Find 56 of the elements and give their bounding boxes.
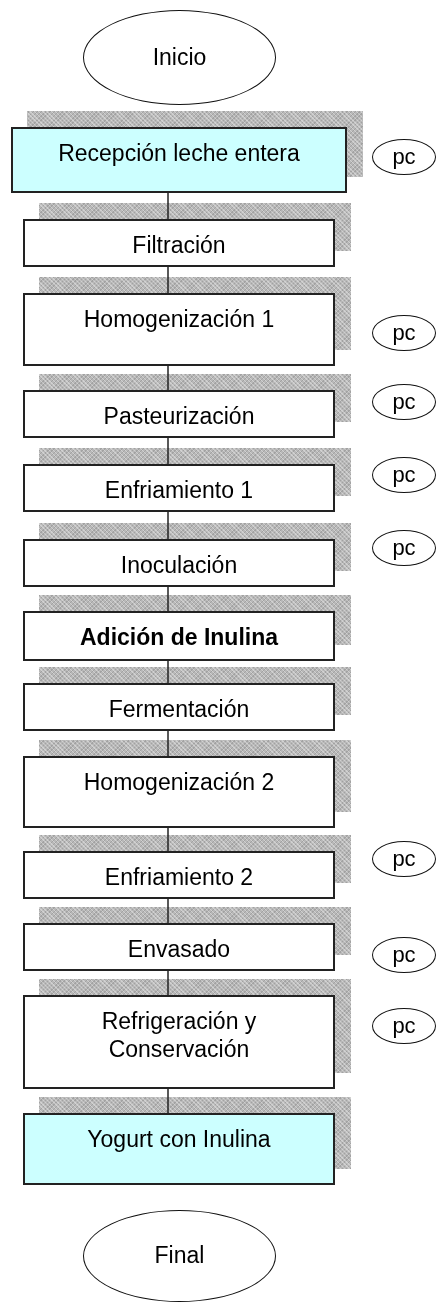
connector-line bbox=[167, 898, 169, 924]
process-box bbox=[23, 464, 335, 512]
control-point-oval bbox=[372, 384, 436, 420]
step-label: Recepción leche entera bbox=[58, 139, 300, 167]
connector-line bbox=[167, 266, 169, 294]
step-label: Homogenización 2 bbox=[83, 768, 275, 796]
process-box bbox=[23, 995, 335, 1089]
control-point-label: pc bbox=[392, 846, 416, 872]
process-box bbox=[23, 390, 335, 438]
process-box bbox=[23, 293, 335, 366]
terminator-label: Final bbox=[154, 1243, 205, 1269]
control-point-oval bbox=[372, 457, 436, 493]
process-box bbox=[23, 611, 335, 661]
step-label: Pasteurización bbox=[103, 402, 255, 430]
control-point-label: pc bbox=[392, 144, 416, 170]
control-point-label: pc bbox=[392, 389, 416, 415]
step-label: Refrigeración y Conservación bbox=[100, 1007, 258, 1063]
control-point-oval bbox=[372, 315, 436, 351]
connector-line bbox=[167, 437, 169, 465]
control-point-oval bbox=[372, 937, 436, 973]
control-point-label: pc bbox=[392, 942, 416, 968]
control-point-oval bbox=[372, 1008, 436, 1044]
connector-line bbox=[167, 827, 169, 852]
connector-line bbox=[167, 192, 169, 220]
control-point-label: pc bbox=[392, 320, 416, 346]
control-point-oval bbox=[372, 530, 436, 566]
step-label: Yogurt con Inulina bbox=[87, 1125, 271, 1153]
process-box bbox=[11, 127, 347, 193]
connector-line bbox=[167, 511, 169, 540]
step-label: Enfriamiento 2 bbox=[104, 863, 254, 891]
step-label: Fermentación bbox=[108, 695, 250, 723]
process-box bbox=[23, 219, 335, 267]
control-point-oval bbox=[372, 841, 436, 877]
process-box bbox=[23, 683, 335, 731]
control-point-label: pc bbox=[392, 535, 416, 561]
connector-line bbox=[167, 730, 169, 757]
connector-line bbox=[167, 970, 169, 996]
connector-line bbox=[167, 586, 169, 612]
process-box bbox=[23, 756, 335, 828]
step-label: Filtración bbox=[132, 231, 226, 259]
step-label: Adición de Inulina bbox=[79, 623, 279, 651]
step-label: Inoculación bbox=[120, 551, 238, 579]
control-point-label: pc bbox=[392, 462, 416, 488]
process-box bbox=[23, 1113, 335, 1185]
control-point-label: pc bbox=[392, 1013, 416, 1039]
connector-line bbox=[167, 660, 169, 684]
process-box bbox=[23, 851, 335, 899]
control-point-oval bbox=[372, 139, 436, 175]
step-label: Enfriamiento 1 bbox=[104, 476, 254, 504]
process-box bbox=[23, 539, 335, 587]
connector-line bbox=[167, 1088, 169, 1114]
step-label: Envasado bbox=[127, 935, 231, 963]
step-label: Homogenización 1 bbox=[83, 305, 275, 333]
process-box bbox=[23, 923, 335, 971]
terminator-label: Inicio bbox=[152, 44, 207, 71]
connector-line bbox=[167, 365, 169, 391]
